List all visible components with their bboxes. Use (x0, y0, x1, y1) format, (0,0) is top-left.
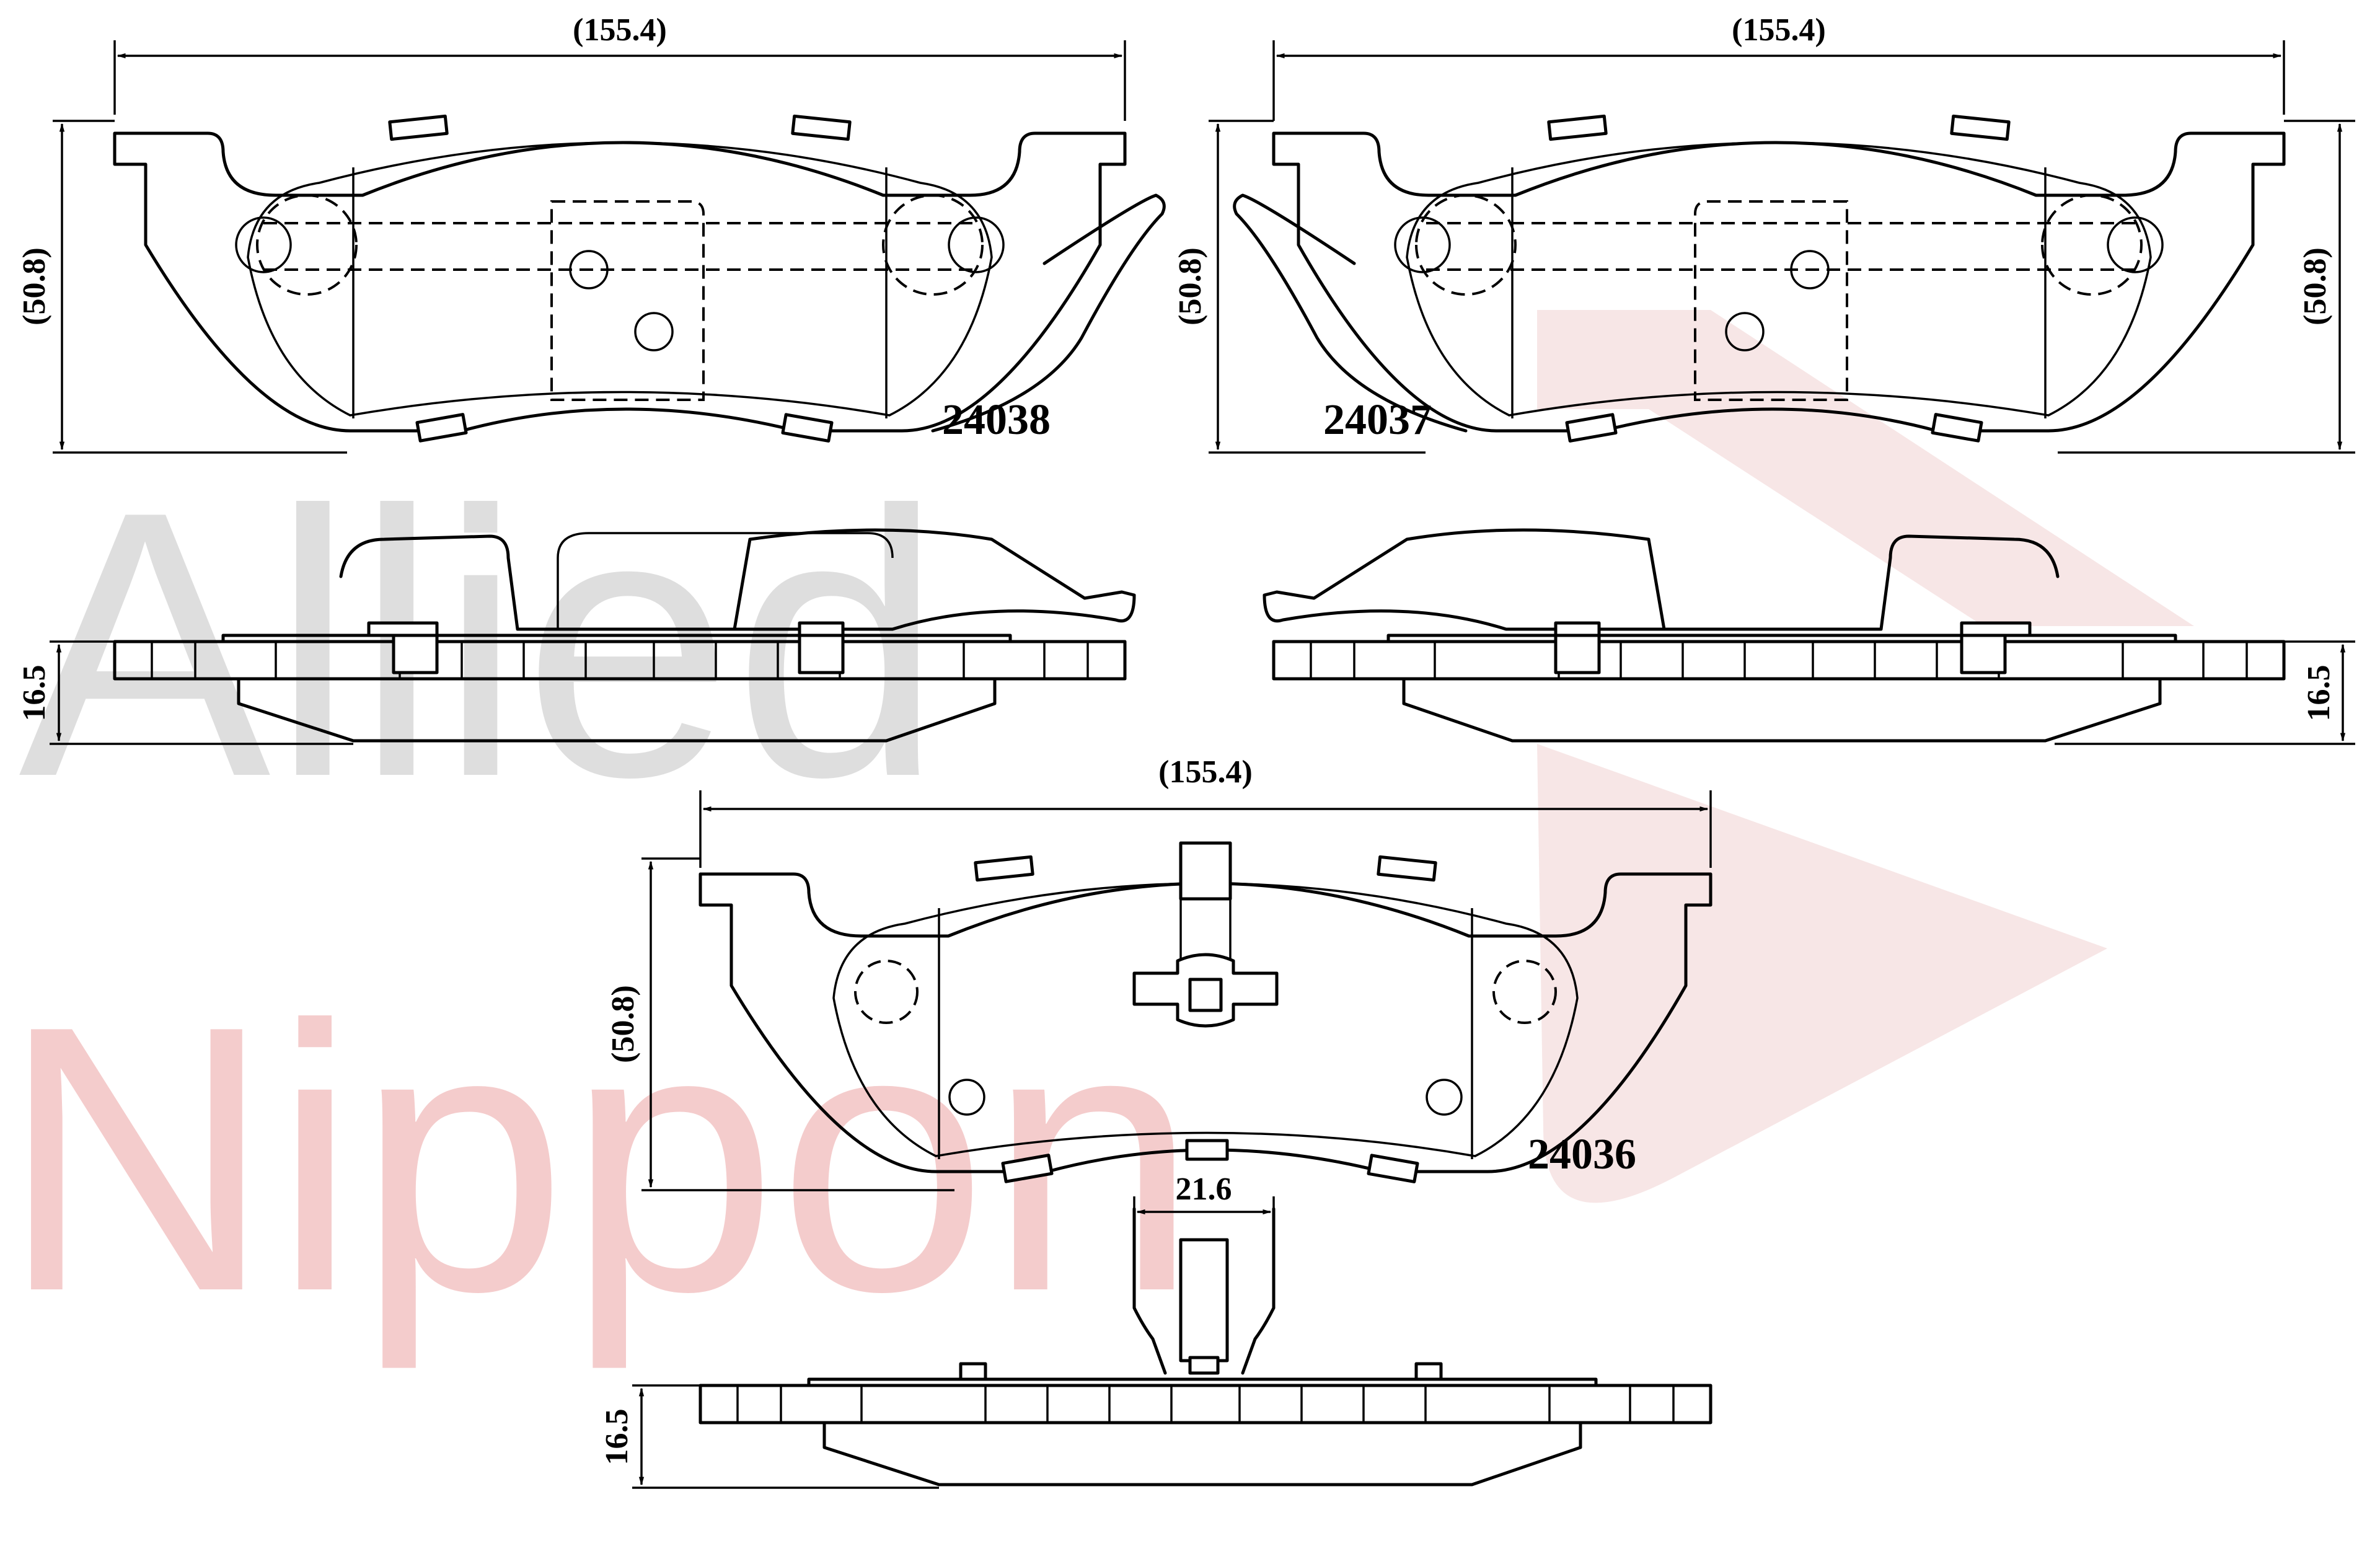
dim-width-24036: (155.4) (1158, 754, 1253, 790)
part-number-24037: 24037 (1323, 396, 1432, 444)
allied-nippon-watermark: Allied Nippon (0, 310, 2194, 1372)
dim-width-24038: (155.4) (573, 12, 667, 48)
pad-24038 (115, 116, 1166, 441)
dim-width-24037: (155.4) (1732, 12, 1826, 48)
dim-clip-width: 21.6 (1176, 1172, 1232, 1207)
pad-24036 (700, 841, 1711, 1182)
pad-24037-side (1263, 528, 2284, 741)
part-number-24038: 24038 (942, 396, 1051, 444)
clip-24036-side (959, 1207, 1443, 1381)
dim-height-24038: (50.8) (17, 247, 52, 325)
dim-thickness-right: 16.5 (2301, 665, 2337, 722)
dim-height-24037-right: (50.8) (2298, 247, 2333, 325)
watermark-logo-mark (1537, 310, 2194, 1203)
dim-height-24037-left: (50.8) (1173, 247, 1208, 325)
dim-thickness-left: 16.5 (17, 665, 52, 722)
pad-24036-side (700, 1379, 1711, 1485)
dim-height-24036: (50.8) (606, 985, 641, 1063)
pad-24037 (1233, 116, 2284, 441)
part-number-24036: 24036 (1528, 1131, 1636, 1178)
dimension-lines (50, 40, 2355, 1489)
sensor-wire-24038-side (339, 528, 1136, 674)
watermark-allied: Allied (19, 433, 943, 855)
dim-thickness-24036: 16.5 (599, 1409, 635, 1465)
watermark-nippon: Nippon (0, 948, 1198, 1372)
